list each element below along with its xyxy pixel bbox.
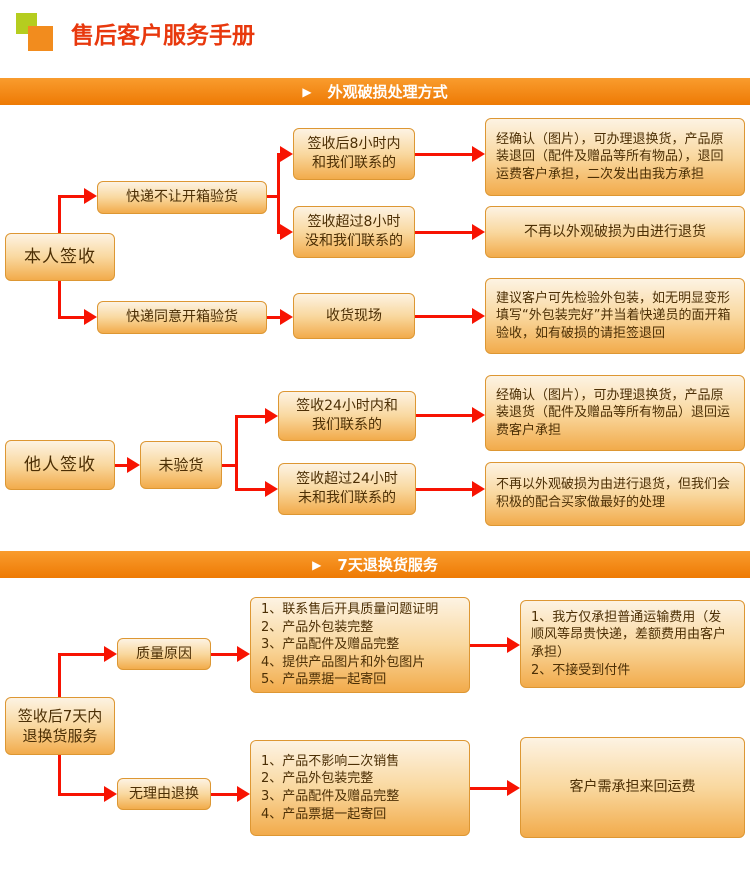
box-no-reason-result: 客户需承担来回运费	[520, 737, 745, 838]
flow-line	[267, 316, 280, 319]
section2-banner: ▶ 7天退换货服务	[0, 551, 750, 578]
box-courier-open: 快递同意开箱验货	[97, 301, 267, 334]
box-within-24h-result: 经确认（图片），可办理退换货，产品原装退货（配件及赠品等所有物品）退回运费客户承…	[485, 375, 745, 451]
arrow-right-icon	[507, 780, 520, 796]
flow-line	[277, 153, 280, 234]
flow-line	[58, 654, 61, 697]
box-receive-site-result: 建议客户可先检验外包装，如无明显变形填写“外包装完好”并当着快递员的面开箱验收，…	[485, 278, 745, 354]
arrow-right-icon	[472, 407, 485, 423]
flow-line	[416, 488, 472, 491]
triangle-bullet-icon: ▶	[302, 84, 312, 99]
flow-line	[58, 793, 104, 796]
triangle-bullet-icon: ▶	[312, 557, 322, 572]
box-over-24h: 签收超过24小时 未和我们联系的	[278, 463, 416, 515]
flow-line	[58, 195, 84, 198]
section1-banner-title: 外观破损处理方式	[327, 83, 448, 101]
arrow-right-icon	[265, 481, 278, 497]
flow-line	[58, 755, 61, 794]
arrow-right-icon	[472, 308, 485, 324]
flow-line	[58, 653, 104, 656]
box-no-reason-conditions: 1、产品不影响二次销售 2、产品外包装完整 3、产品配件及赠品完整 4、产品票据…	[250, 740, 470, 836]
arrow-right-icon	[280, 146, 293, 162]
arrow-right-icon	[472, 224, 485, 240]
box-over-24h-result: 不再以外观破损为由进行退货，但我们会积极的配合买家做最好的处理	[485, 462, 745, 526]
flow-line	[115, 464, 127, 467]
flow-line	[470, 787, 507, 790]
flow-line	[58, 196, 61, 233]
flow-line	[415, 315, 472, 318]
box-receive-site: 收货现场	[293, 293, 415, 339]
logo-orange-square	[28, 26, 53, 51]
arrow-right-icon	[472, 481, 485, 497]
flow-line	[267, 195, 280, 198]
flow-line	[211, 793, 237, 796]
box-within-8h-result: 经确认（图片），可办理退换货，产品原装退回（配件及赠品等所有物品），退回运费客户…	[485, 118, 745, 196]
box-no-reason: 无理由退换	[117, 778, 211, 810]
flow-line	[235, 488, 265, 491]
box-within-24h: 签收24小时内和 我们联系的	[278, 391, 416, 441]
arrow-right-icon	[104, 786, 117, 802]
arrow-right-icon	[237, 646, 250, 662]
box-courier-no-open: 快递不让开箱验货	[97, 181, 267, 214]
box-not-inspected: 未验货	[140, 441, 222, 489]
arrow-right-icon	[104, 646, 117, 662]
section1-banner: ▶ 外观破损处理方式	[0, 78, 750, 105]
arrow-right-icon	[280, 224, 293, 240]
flow-line	[211, 653, 237, 656]
arrow-right-icon	[265, 408, 278, 424]
box-quality-result: 1、我方仅承担普通运输费用（发顺风等昂贵快递，差额费用由客户承担） 2、不接受到…	[520, 600, 745, 688]
arrow-right-icon	[507, 637, 520, 653]
section2-banner-title: 7天退换货服务	[337, 556, 438, 574]
flow-line	[470, 644, 507, 647]
box-7day-service: 签收后7天内 退换货服务	[5, 697, 115, 755]
page-title: 售后客户服务手册	[71, 23, 255, 49]
flow-line	[58, 316, 84, 319]
box-quality-reason: 质量原因	[117, 638, 211, 670]
flow-line	[235, 415, 265, 418]
flow-line	[58, 281, 61, 317]
arrow-right-icon	[84, 309, 97, 325]
arrow-right-icon	[237, 786, 250, 802]
box-other-sign: 他人签收	[5, 440, 115, 490]
flow-line	[415, 153, 472, 156]
arrow-right-icon	[127, 457, 140, 473]
arrow-right-icon	[472, 146, 485, 162]
box-over-8h-result: 不再以外观破损为由进行退货	[485, 206, 745, 258]
flow-line	[415, 231, 472, 234]
box-quality-conditions: 1、联系售后开具质量问题证明 2、产品外包装完整 3、产品配件及赠品完整 4、提…	[250, 597, 470, 693]
flow-line	[222, 464, 238, 467]
flow-line	[416, 414, 472, 417]
box-within-8h: 签收后8小时内 和我们联系的	[293, 128, 415, 180]
flow-line	[235, 415, 238, 490]
box-self-sign: 本人签收	[5, 233, 115, 281]
arrow-right-icon	[84, 188, 97, 204]
box-over-8h: 签收超过8小时 没和我们联系的	[293, 206, 415, 258]
arrow-right-icon	[280, 309, 293, 325]
